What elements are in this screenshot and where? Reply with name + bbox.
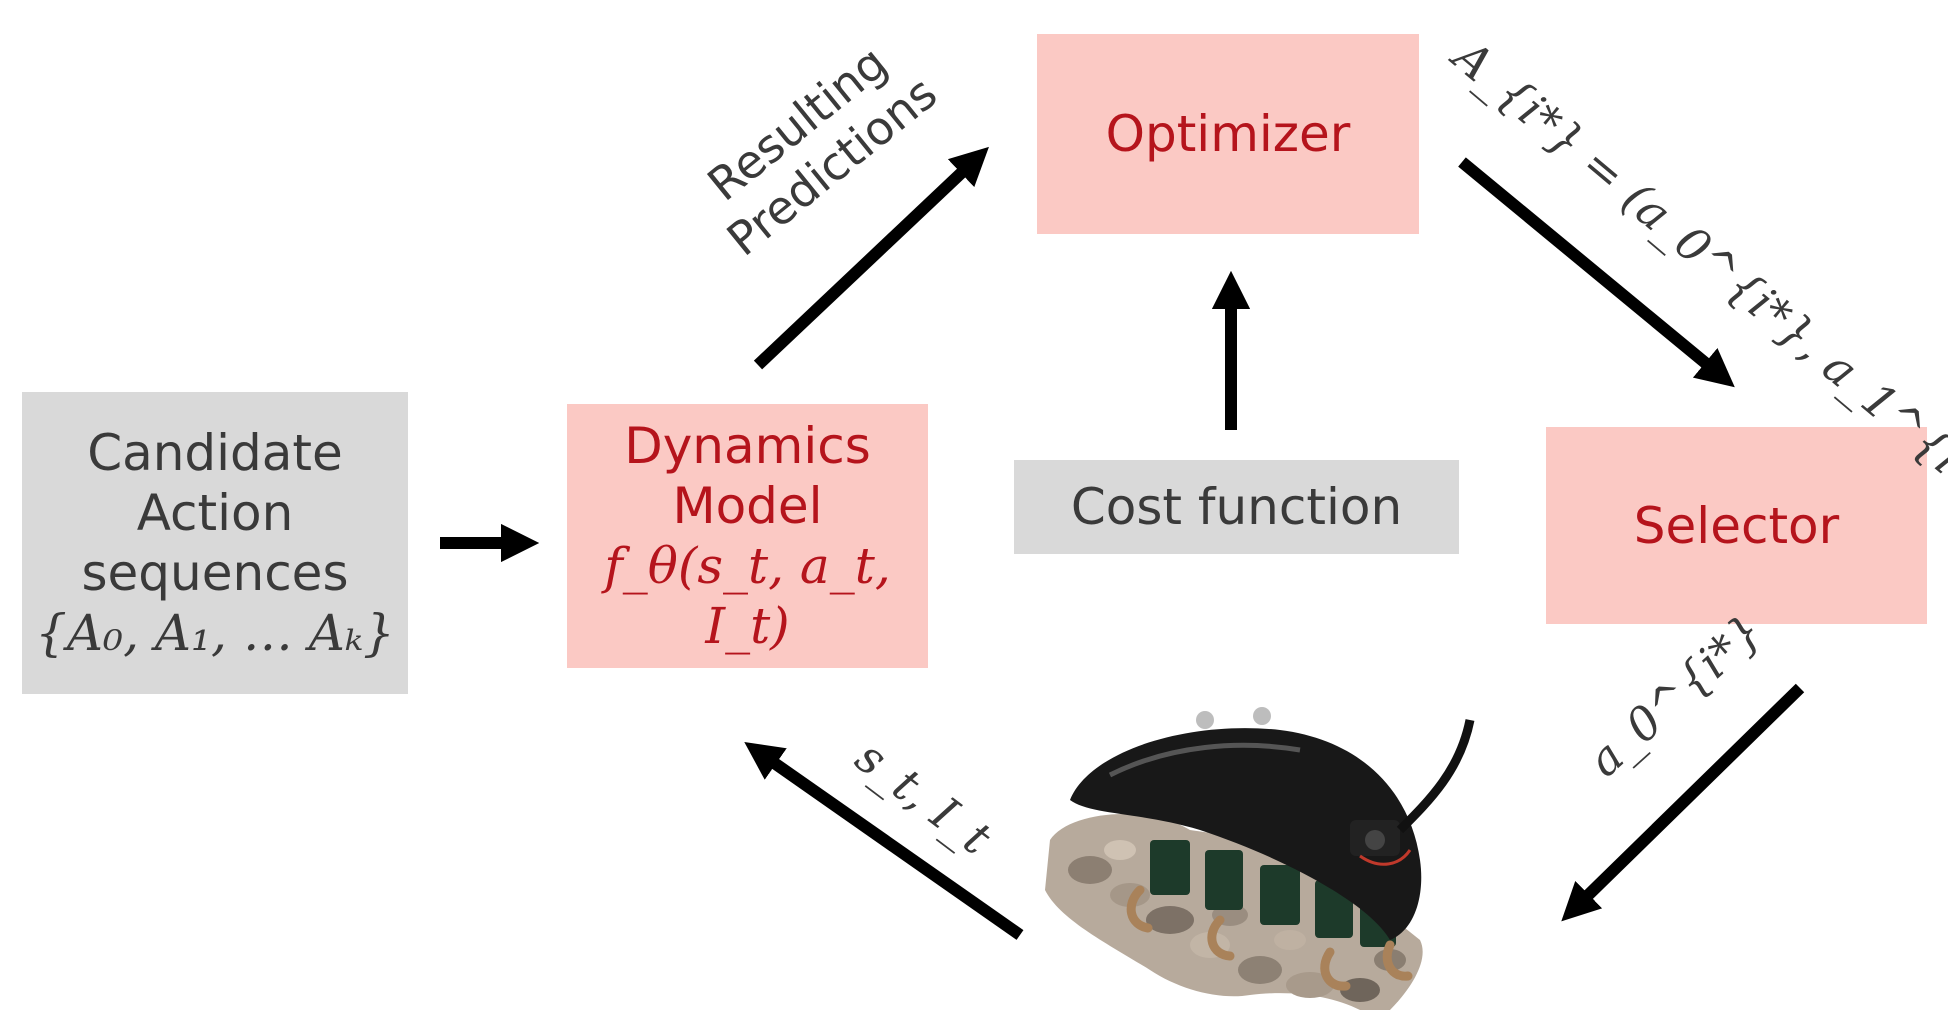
arrow-optimizer-to-selector: [1458, 157, 1735, 388]
cost-function-box: Cost function: [1014, 460, 1459, 554]
selector-label: Selector: [1633, 496, 1840, 555]
optimizer-label: Optimizer: [1105, 105, 1351, 163]
candidate-line-2: Action: [136, 484, 294, 542]
shell-highlight: [1108, 742, 1301, 778]
arrow-dynamics-to-optimizer: [753, 146, 989, 370]
dynamics-formula: f_θ(s_t, a_t, I_t): [604, 537, 891, 655]
marker-ball-2: [1253, 707, 1271, 725]
candidate-line-1: Candidate: [87, 424, 343, 482]
cost-label: Cost function: [1070, 478, 1403, 536]
robot-shell: [1070, 728, 1422, 940]
robot-image: [1045, 707, 1475, 1010]
leg-tips: [1126, 885, 1413, 991]
dynamics-model-box: Dynamics Model f_θ(s_t, a_t, I_t): [567, 404, 928, 668]
dynamics-line-1: Dynamics: [624, 417, 871, 475]
marker-ball: [1196, 711, 1214, 729]
candidate-line-3: sequences: [81, 544, 349, 602]
candidate-formula: {A₀, A₁, … Aₖ}: [35, 604, 395, 662]
arrow-robot-to-dynamics: [744, 741, 1024, 940]
camera-icon: [1350, 719, 1475, 866]
arrow-selector-to-robot: [1561, 683, 1805, 922]
candidate-action-box: Candidate Action sequences {A₀, A₁, … Aₖ…: [22, 392, 408, 694]
selector-box: Selector: [1546, 427, 1927, 624]
optimizer-box: Optimizer: [1037, 34, 1419, 234]
dynamics-line-2: Model: [672, 477, 823, 535]
